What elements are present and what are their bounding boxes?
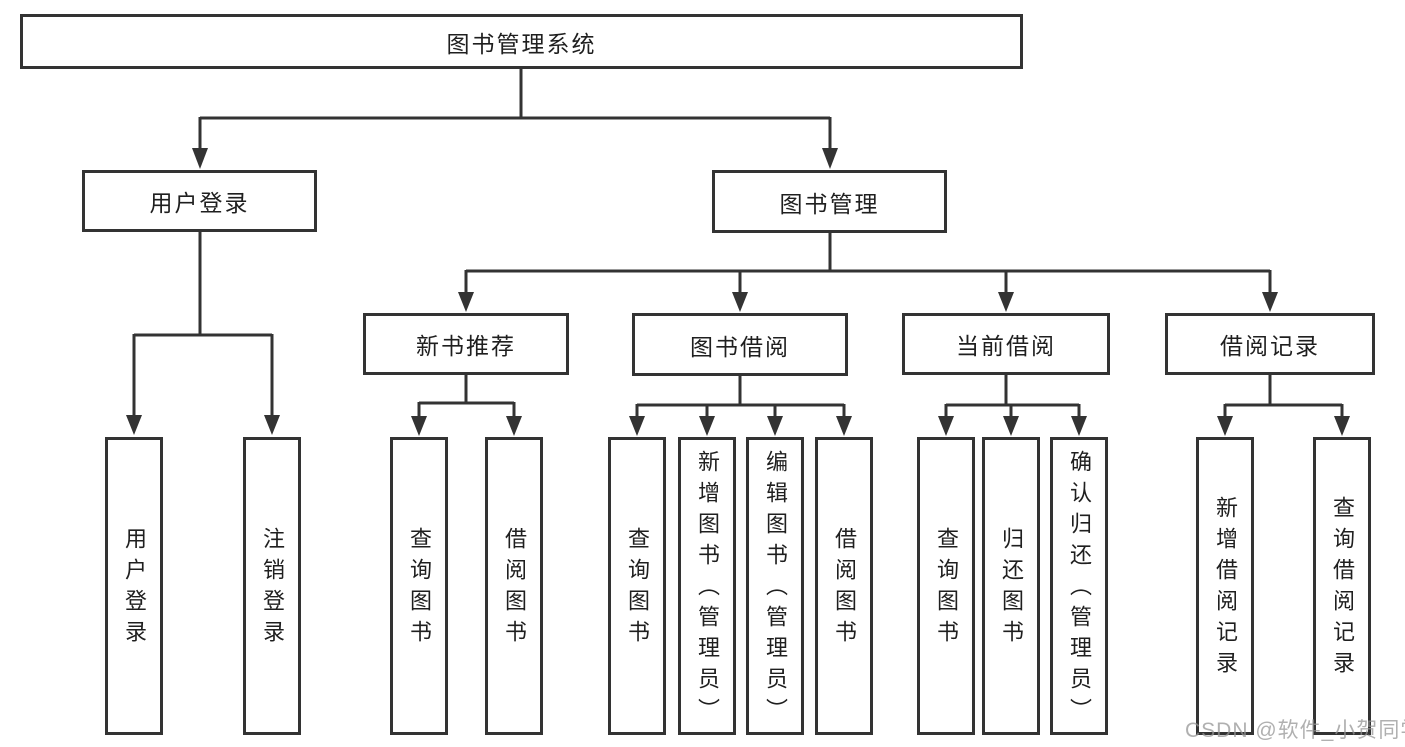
leaf-label: 确认归还（管理员）: [1067, 449, 1092, 729]
leaf-confirm-return-admin: 确认归还（管理员）: [1050, 437, 1108, 735]
node-current-borrow: 当前借阅: [902, 313, 1110, 375]
leaf-current-query-books: 查询图书: [917, 437, 975, 735]
node-label: 新书推荐: [416, 333, 516, 359]
leaf-recommend-borrow-books: 借阅图书: [485, 437, 543, 735]
leaf-label: 编辑图书（管理员）: [763, 449, 788, 729]
node-new-book-recommend: 新书推荐: [363, 313, 569, 375]
leaf-user-login: 用户登录: [105, 437, 163, 735]
node-label: 图书借阅: [690, 333, 790, 360]
leaf-add-books-admin: 新增图书（管理员）: [678, 437, 736, 735]
leaf-query-borrow-record: 查询借阅记录: [1313, 437, 1371, 735]
leaf-label: 新增借阅记录: [1213, 496, 1238, 682]
node-label: 图书管理: [779, 190, 880, 217]
leaf-label: 新增图书（管理员）: [695, 449, 720, 729]
leaf-label: 查询借阅记录: [1330, 496, 1355, 682]
node-book-management: 图书管理: [712, 170, 947, 233]
node-root-system: 图书管理系统: [20, 14, 1023, 69]
node-book-borrow: 图书借阅: [632, 313, 848, 376]
leaf-label: 查询图书: [625, 527, 650, 651]
node-label: 借阅记录: [1220, 333, 1320, 359]
leaf-recommend-query-books: 查询图书: [390, 437, 448, 735]
leaf-edit-books-admin: 编辑图书（管理员）: [746, 437, 804, 735]
leaf-label: 归还图书: [999, 527, 1024, 651]
leaf-label: 借阅图书: [832, 527, 857, 651]
csdn-watermark: CSDN @软件_小贺同学: [1185, 719, 1405, 742]
leaf-add-borrow-record: 新增借阅记录: [1196, 437, 1254, 735]
leaf-label: 查询图书: [407, 527, 432, 651]
leaf-label: 注销登录: [260, 527, 285, 651]
leaf-label: 用户登录: [122, 527, 147, 651]
leaf-return-books: 归还图书: [982, 437, 1040, 735]
node-label: 当前借阅: [956, 333, 1056, 359]
node-label: 图书管理系统: [446, 30, 597, 57]
node-label: 用户登录: [149, 190, 250, 216]
node-borrow-records: 借阅记录: [1165, 313, 1375, 375]
leaf-borrow-query-books: 查询图书: [608, 437, 666, 735]
leaf-logout: 注销登录: [243, 437, 301, 735]
leaf-borrow-books: 借阅图书: [815, 437, 873, 735]
leaf-label: 查询图书: [934, 527, 959, 651]
node-user-login: 用户登录: [82, 170, 317, 232]
leaf-label: 借阅图书: [502, 527, 527, 651]
